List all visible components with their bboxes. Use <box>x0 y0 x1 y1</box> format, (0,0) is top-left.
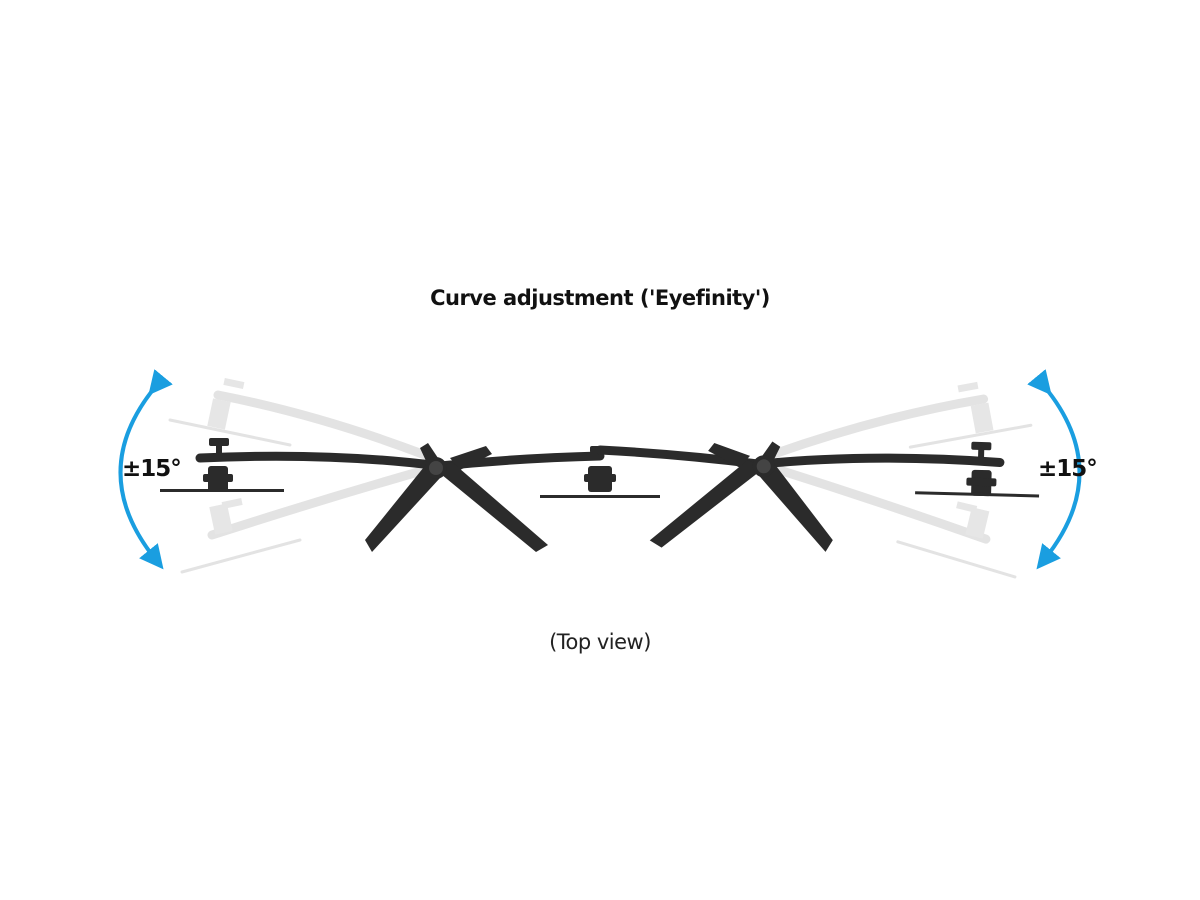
rotation-label-right: ±15° <box>1038 456 1098 482</box>
center-vesa-mount <box>540 446 660 498</box>
rotation-arrow-left-icon <box>118 369 173 570</box>
rotation-label-left: ±15° <box>122 456 182 482</box>
right-arm-assembly <box>597 372 1042 577</box>
left-arm-assembly <box>160 378 600 572</box>
diagram-title: Curve adjustment ('Eyefinity') <box>430 286 770 310</box>
rotation-arrow-right-icon <box>1027 369 1082 570</box>
view-caption: (Top view) <box>549 630 651 654</box>
